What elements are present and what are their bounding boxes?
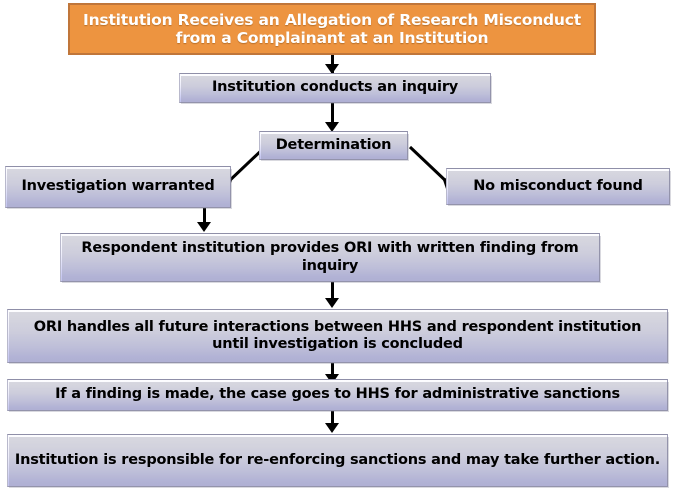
node-institution-responsible-sanctions-label: Institution is responsible for re-enforc… <box>14 451 661 468</box>
node-ori-handles-interactions[interactable]: ORI handles all future interactions betw… <box>7 309 669 364</box>
connector-start-to-inquiry-line <box>331 53 334 74</box>
node-institution-responsible-sanctions[interactable]: Institution is responsible for re-enforc… <box>7 434 669 488</box>
node-determination[interactable]: Determination <box>259 131 409 161</box>
node-investigation-warranted-label: Investigation warranted <box>21 178 215 195</box>
node-institution-conducts-inquiry-label: Institution conducts an inquiry <box>211 79 459 96</box>
connector-start-to-inquiry-arrowhead <box>325 64 339 74</box>
node-investigation-warranted[interactable]: Investigation warranted <box>5 166 232 209</box>
node-start-allegation-received-label: Institution Receives an Allegation of Re… <box>83 10 581 47</box>
connector-inquiry-to-determination-line <box>331 103 334 125</box>
node-ori-handles-interactions-label: ORI handles all future interactions betw… <box>33 318 642 352</box>
node-hhs-administrative-sanctions[interactable]: If a finding is made, the case goes to H… <box>7 379 669 412</box>
connector-respondent-to-ori-line <box>331 282 334 302</box>
connector-hhs-to-institution-line <box>331 411 334 427</box>
node-no-misconduct-found-label: No misconduct found <box>473 177 643 194</box>
connector-hhs-to-institution-arrowhead <box>325 423 339 433</box>
connector-investigation-to-respondent-arrowhead <box>197 222 211 232</box>
node-institution-conducts-inquiry[interactable]: Institution conducts an inquiry <box>179 73 492 104</box>
node-respondent-provides-ori-label: Respondent institution provides ORI with… <box>81 240 579 274</box>
node-no-misconduct-found[interactable]: No misconduct found <box>446 168 671 206</box>
node-determination-label: Determination <box>275 136 392 153</box>
connector-ori-to-hhs-line <box>331 363 334 379</box>
node-start-allegation-received[interactable]: Institution Receives an Allegation of Re… <box>68 3 596 55</box>
node-respondent-provides-ori[interactable]: Respondent institution provides ORI with… <box>60 233 601 283</box>
connector-investigation-to-respondent-line <box>203 206 206 226</box>
connector-determination-to-no-misconduct <box>408 145 470 205</box>
node-hhs-administrative-sanctions-label: If a finding is made, the case goes to H… <box>55 386 620 403</box>
connector-determination-to-investigation-warranted <box>205 145 270 205</box>
connector-respondent-to-ori-arrowhead <box>325 298 339 308</box>
connector-inquiry-to-determination-arrowhead <box>325 122 339 132</box>
